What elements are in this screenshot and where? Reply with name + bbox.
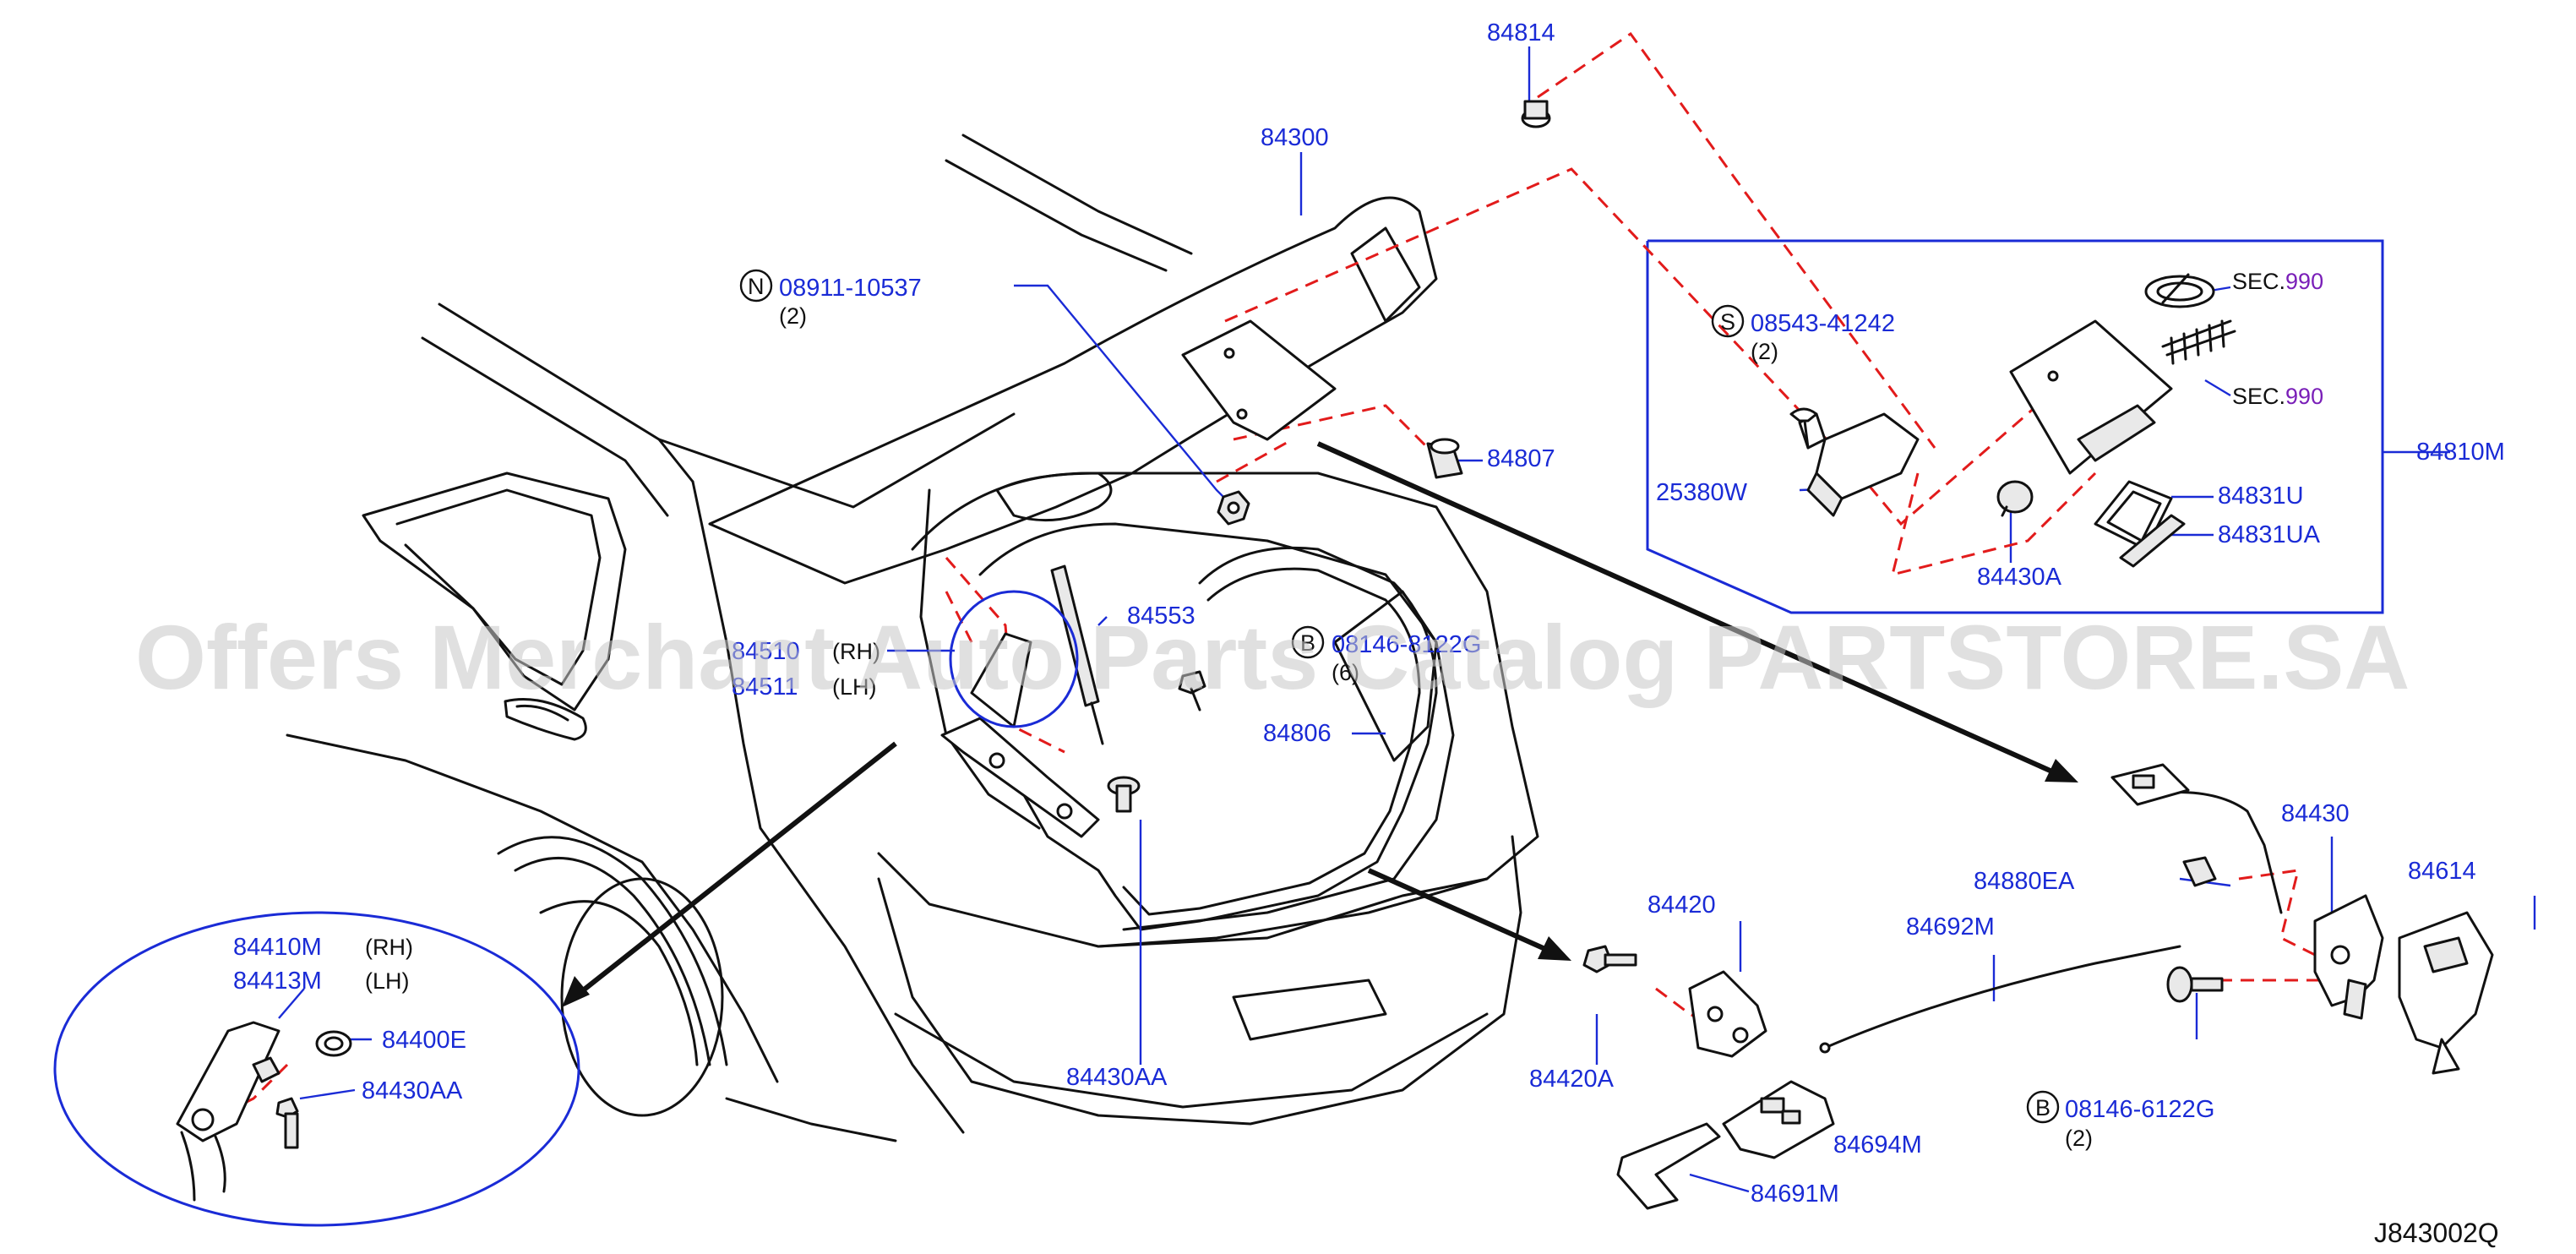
label-08543-code: 08543-41242 (1751, 310, 1895, 337)
leader-lines (278, 46, 2536, 1193)
badge-circle-n (739, 269, 773, 303)
label-84430AA-main: 84430AA (1066, 1064, 1168, 1091)
part-labels: 84814 84300 N 08911-10537 (2) 84807 S 08… (233, 19, 2505, 1208)
part-08543-screw (1789, 407, 1818, 450)
label-84410M: 84410M (233, 934, 322, 961)
drawing-code: J843002Q (2374, 1218, 2499, 1248)
label-08146-prefix: B (2035, 1095, 2050, 1120)
part-84814-grommet (1521, 100, 1551, 128)
part-84430AA-bumper-main (1107, 776, 1141, 813)
part-84553-strut (1050, 564, 1104, 745)
label-84511-side: (LH) (832, 674, 877, 700)
part-84420A-bolt (1582, 945, 1637, 973)
label-84692M: 84692M (1906, 913, 1995, 940)
part-emblem-lettering (2161, 319, 2236, 365)
detail-view-hinge (53, 911, 580, 1227)
label-84614: 84614 (2408, 858, 2476, 885)
label-84430A: 84430A (1977, 564, 2062, 591)
label-08911-qty: (2) (779, 303, 807, 329)
label-08146-mid-code: 08146-8122G (1332, 631, 1481, 658)
label-84430AA-detail: 84430AA (362, 1077, 463, 1104)
part-84420-striker (1688, 970, 1767, 1058)
label-08543-qty: (2) (1751, 339, 1778, 364)
label-84810M: 84810M (2416, 439, 2505, 466)
label-08146-mid-prefix: B (1300, 630, 1315, 656)
part-84807-clip (1426, 438, 1463, 479)
label-84831U: 84831U (2218, 483, 2304, 510)
label-08146-qty: (2) (2065, 1126, 2093, 1151)
part-84810M-finisher (2009, 319, 2173, 475)
label-84413M-side: (LH) (365, 968, 410, 994)
label-84553: 84553 (1127, 602, 1195, 630)
part-emblem-logo (2144, 273, 2215, 308)
label-84510: 84510 (732, 638, 800, 665)
label-sec-top: SEC.990 (2232, 269, 2323, 294)
part-license-lamp-finisher (1181, 319, 1337, 441)
part-08911-nut (1217, 490, 1250, 526)
label-84694M: 84694M (1833, 1131, 1922, 1159)
part-84430-lock (2313, 894, 2384, 1020)
label-84420: 84420 (1647, 891, 1716, 919)
part-84694M-handle (1722, 1080, 1835, 1159)
badge-circle-s (1711, 304, 1745, 338)
part-84691M-bracket (1616, 1122, 1721, 1210)
label-84511: 84511 (732, 673, 798, 701)
label-84400E: 84400E (382, 1027, 466, 1054)
part-08146-mid-bolt (1178, 670, 1206, 712)
part-84831UA-strip (2119, 514, 2186, 568)
label-08543-prefix: S (1720, 309, 1735, 335)
part-84430A-bumper (1996, 480, 2034, 517)
badge-circle-b (2026, 1090, 2060, 1124)
label-84420A: 84420A (1529, 1066, 1615, 1093)
label-08911-prefix: N (748, 274, 765, 299)
badge-circle-b-mid (1291, 625, 1325, 659)
label-84880EA: 84880EA (1974, 868, 2075, 895)
part-25380W-switch (1798, 412, 1920, 517)
label-84430: 84430 (2281, 800, 2350, 827)
label-84807: 84807 (1487, 445, 1555, 472)
part-84614-actuator (2398, 911, 2494, 1075)
part-84510-hinge (940, 632, 1100, 838)
label-84691M: 84691M (1751, 1180, 1839, 1208)
label-08146-mid-qty: (6) (1332, 660, 1359, 685)
part-84880EA-clip (2182, 856, 2217, 887)
label-08146-code: 08146-6122G (2065, 1096, 2214, 1123)
label-84814: 84814 (1487, 19, 1555, 46)
label-08911-code: 08911-10537 (779, 275, 922, 302)
hinge-highlight-circle (949, 590, 1079, 728)
part-84692M-cable (1823, 945, 2181, 1050)
label-84300: 84300 (1261, 124, 1329, 151)
label-84410M-side: (RH) (365, 935, 413, 960)
car-body-drawing (286, 134, 1539, 1142)
label-84413M: 84413M (233, 968, 322, 995)
label-84510-side: (RH) (832, 639, 880, 664)
label-84806: 84806 (1263, 720, 1332, 747)
part-lock-switch (2110, 763, 2190, 806)
label-sec-bottom: SEC.990 (2232, 384, 2323, 409)
watermark-text: Offers Merchant Auto Parts Catalog PARTS… (135, 606, 2410, 708)
detail-arrows (562, 441, 2078, 1007)
label-25380W: 25380W (1656, 479, 1748, 506)
label-84831UA: 84831UA (2218, 521, 2321, 548)
part-08146-bolt (2166, 966, 2224, 1003)
